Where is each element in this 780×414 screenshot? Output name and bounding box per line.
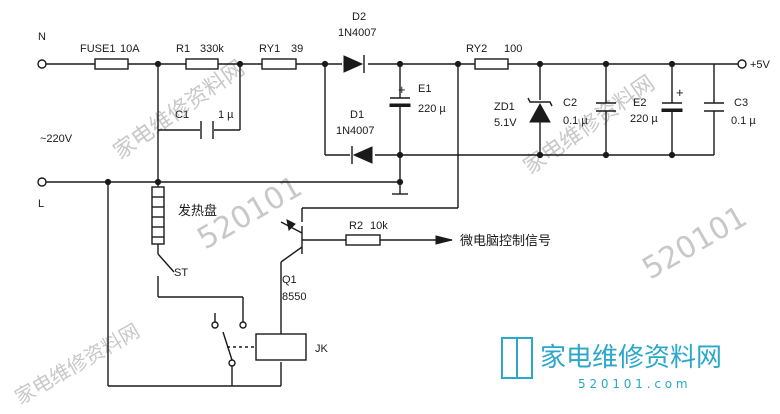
c1-capacitor (200, 121, 214, 139)
relay-label: JK (315, 343, 329, 355)
q1-transistor (280, 219, 303, 263)
relay-contacts (211, 313, 256, 367)
brand-watermark: 家电维修资料网 5 2 0 1 0 1 . c o m (501, 337, 722, 391)
d2-diode (343, 55, 365, 73)
e2-value: 220 µ (630, 113, 658, 125)
heater-label: 发热盘 (178, 203, 217, 218)
r2-value: 10k (370, 220, 388, 232)
c2-value: 0.1 µ (563, 115, 588, 127)
fuse-value: 10A (120, 43, 140, 55)
d2-value: 1N4007 (338, 27, 377, 39)
e1-ref: E1 (418, 83, 431, 95)
c2-ref: C2 (563, 97, 577, 109)
fuse-symbol (94, 58, 129, 70)
terminal-l-label: L (38, 198, 44, 210)
junction-dots (104, 60, 676, 186)
ac-voltage-label: ~220V (40, 133, 73, 145)
c3-capacitor (704, 102, 724, 112)
terminal-n-label: N (38, 31, 46, 43)
c1-ref: C1 (175, 109, 189, 121)
fuse-ref: FUSE1 (80, 43, 115, 55)
ry2-resistor (474, 58, 509, 70)
d1-value: 1N4007 (336, 125, 375, 137)
brand-name: 家电维修资料网 (540, 343, 722, 373)
ry2-value: 100 (504, 43, 522, 55)
relay-coil (255, 333, 307, 361)
watermark-number-2: 520101 (637, 199, 754, 287)
svg-text:+: + (676, 85, 684, 100)
q1-value: 8550 (282, 291, 306, 303)
heater-element (151, 186, 165, 245)
st-label: ST (174, 267, 188, 279)
d1-ref: D1 (350, 109, 364, 121)
zd1-ref: ZD1 (494, 101, 515, 113)
ry1-resistor (261, 58, 297, 70)
e1-electrolytic-capacitor: + (389, 82, 411, 107)
brand-url: 5 2 0 1 0 1 . c o m (578, 377, 688, 391)
r1-value: 330k (200, 43, 224, 55)
c3-ref: C3 (734, 97, 748, 109)
e2-electrolytic-capacitor: + (661, 85, 684, 112)
vout-label: +5V (750, 59, 771, 71)
r1-ref: R1 (176, 43, 190, 55)
r1-resistor (185, 58, 219, 70)
d1-diode (351, 146, 373, 164)
ry1-value: 39 (291, 43, 303, 55)
ry1-ref: RY1 (259, 43, 280, 55)
q1-ref: Q1 (282, 274, 297, 286)
ry2-ref: RY2 (466, 43, 487, 55)
watermark-text-3: 家电维修资料网 (11, 319, 144, 410)
r2-resistor (345, 234, 381, 246)
terminal-vout (737, 59, 747, 69)
c1-value: 1 µ (218, 109, 234, 121)
terminal-l (37, 177, 47, 187)
e2-ref: E2 (633, 97, 646, 109)
terminal-n (37, 59, 47, 69)
st-thermostat-switch (157, 253, 175, 282)
signal-arrow-icon (435, 235, 453, 245)
svg-text:+: + (398, 82, 406, 97)
zd1-zener-diode (527, 97, 553, 123)
d2-ref: D2 (352, 11, 366, 23)
e1-value: 220 µ (418, 103, 446, 115)
signal-label: 微电脑控制信号 (460, 233, 551, 248)
r2-ref: R2 (349, 220, 363, 232)
c2-capacitor (596, 102, 616, 112)
c3-value: 0.1 µ (731, 115, 756, 127)
zd1-value: 5.1V (494, 117, 517, 129)
